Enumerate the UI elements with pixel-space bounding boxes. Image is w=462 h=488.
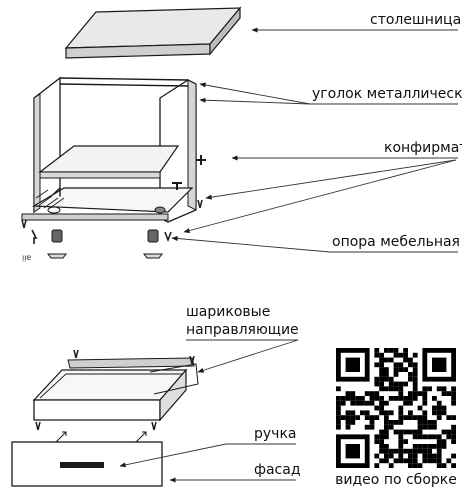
facade-label: фасад	[254, 462, 301, 478]
assembly-video-label: видео по сборке	[335, 472, 457, 488]
ball-slides-label-line1: шариковые	[186, 304, 270, 320]
countertop-panel	[64, 6, 242, 59]
leg-leader	[171, 235, 331, 253]
facade-panel	[11, 441, 163, 487]
countertop-label: столешница	[370, 12, 461, 28]
drawer-handle	[60, 462, 104, 468]
handle-label: ручка	[254, 426, 296, 442]
ball-slides-label-line2: направляющие	[186, 322, 299, 338]
confirmat-leader-3	[183, 159, 457, 233]
handle-leader	[119, 443, 227, 468]
leg-left: ᴉᴉɐ	[22, 229, 67, 262]
metal-corner-leader-2	[199, 97, 311, 105]
metal-corner-leader-1	[199, 82, 311, 105]
svg-text:ᴉᴉɐ: ᴉᴉɐ	[22, 253, 31, 262]
cabinet-frame	[21, 76, 206, 229]
drawer-box	[32, 349, 199, 445]
qr-code-icon[interactable]	[334, 346, 458, 470]
metal-corner-label: уголок металлический	[312, 86, 462, 102]
leg-right	[143, 229, 172, 259]
confirmat-leader-2	[205, 159, 457, 200]
confirmat-label: конфирмат	[384, 140, 462, 156]
leg-label: опора мебельная	[332, 234, 460, 250]
ball-slides-leader	[197, 339, 299, 373]
